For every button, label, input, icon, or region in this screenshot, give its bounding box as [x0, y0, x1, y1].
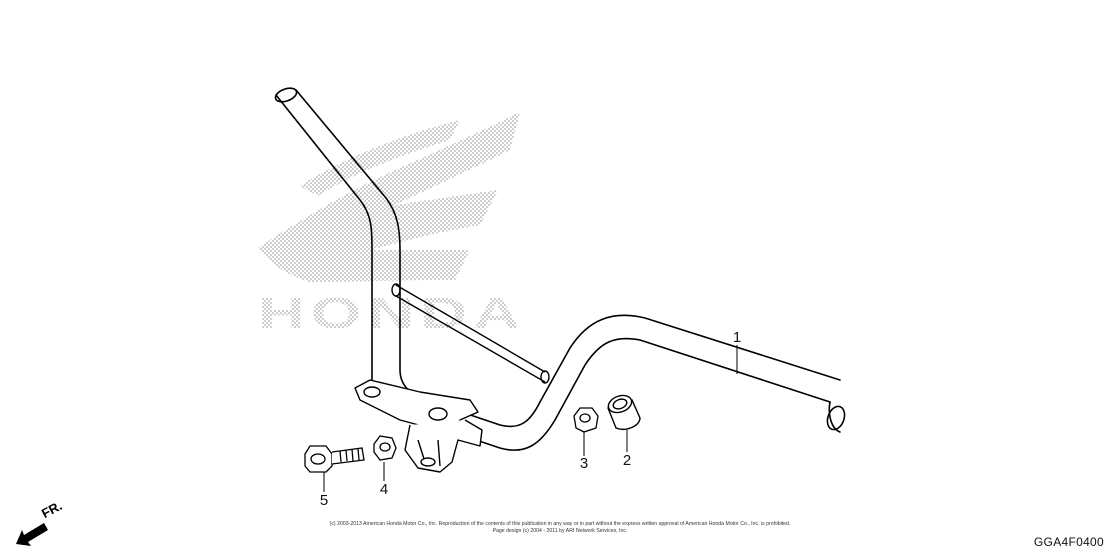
crossbar-brace[interactable] — [391, 283, 550, 384]
callout-2[interactable]: 2 — [622, 452, 632, 469]
copyright-line-1: (c) 2003-2013 American Honda Motor Co., … — [329, 521, 791, 527]
diagram-code: GGA4F0400 — [1033, 535, 1104, 549]
handlebar-pipe[interactable] — [274, 86, 848, 451]
copyright-line-2: Page design (c) 2004 - 2011 by ARI Netwo… — [492, 528, 628, 534]
callout-4[interactable]: 4 — [379, 481, 389, 498]
front-direction-arrow-icon — [16, 523, 48, 546]
part-5-flange-bolt[interactable] — [304, 445, 365, 473]
part-3-nut[interactable] — [573, 407, 599, 433]
handlebar-holder-bracket[interactable] — [354, 379, 483, 473]
callout-1[interactable]: 1 — [732, 329, 742, 346]
honda-lettering-watermark: HONDA — [258, 289, 526, 338]
callout-3[interactable]: 3 — [579, 455, 589, 472]
copyright-notice: (c) 2003-2013 American Honda Motor Co., … — [300, 521, 820, 535]
honda-wing-watermark — [258, 112, 520, 282]
callout-5[interactable]: 5 — [319, 492, 329, 509]
callout-leader-lines — [323, 345, 738, 492]
part-4-nut[interactable] — [373, 435, 397, 461]
part-2-end-cap[interactable] — [606, 392, 641, 430]
